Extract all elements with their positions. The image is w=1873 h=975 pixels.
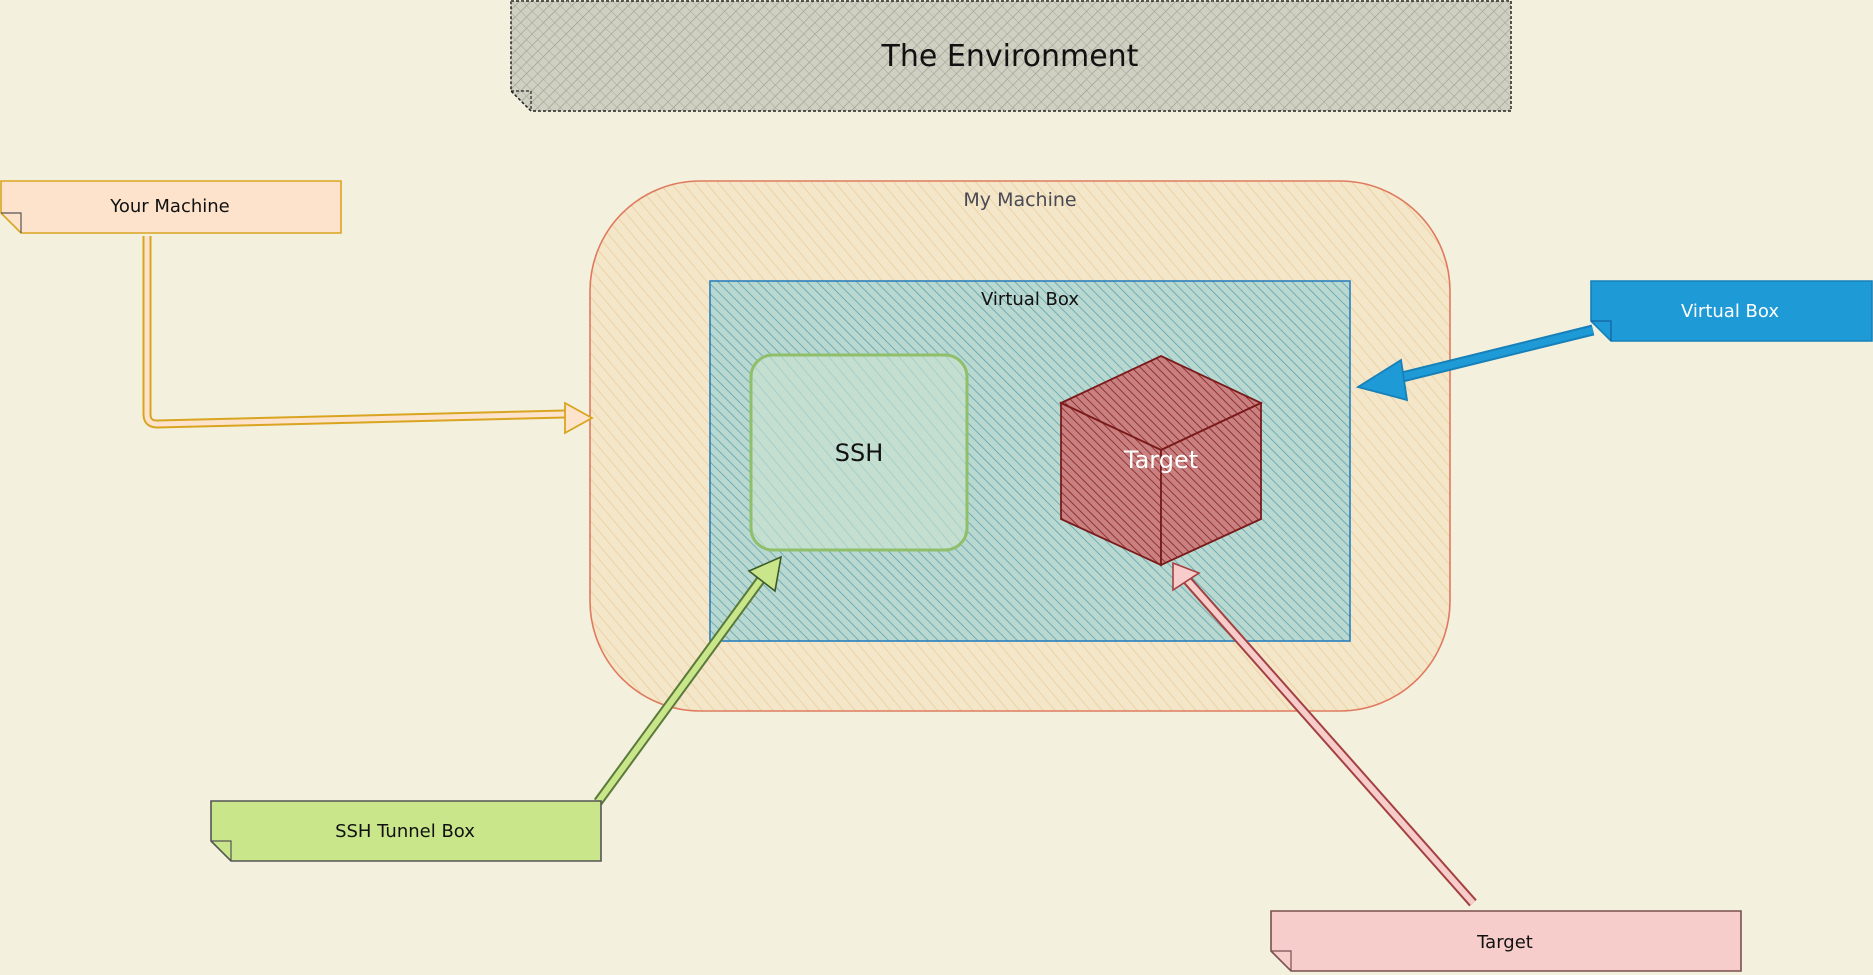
- target-note-label: Target: [1476, 932, 1533, 953]
- target-note: Target: [1270, 910, 1742, 972]
- my-machine-label: My Machine: [963, 189, 1076, 211]
- virtual-box-note: Virtual Box: [1590, 280, 1873, 342]
- virtual-box-arrow: [1355, 324, 1595, 402]
- ssh-label: SSH: [835, 439, 884, 467]
- target-arrow: [1172, 561, 1477, 907]
- ssh-tunnel-label: SSH Tunnel Box: [335, 821, 475, 842]
- target-cube-label: Target: [1123, 446, 1198, 474]
- target-cube: Target: [1058, 355, 1264, 567]
- ssh-box: SSH: [749, 353, 969, 552]
- your-machine-note: Your Machine: [0, 180, 342, 234]
- virtual-box-note-label: Virtual Box: [1681, 301, 1779, 322]
- your-machine-arrow: [142, 236, 594, 435]
- ssh-tunnel-note: SSH Tunnel Box: [210, 800, 602, 862]
- page-title: The Environment: [881, 39, 1139, 74]
- title-banner: The Environment: [510, 0, 1512, 112]
- ssh-tunnel-arrow: [593, 555, 783, 805]
- your-machine-label: Your Machine: [109, 196, 230, 217]
- virtual-box-label: Virtual Box: [981, 289, 1079, 310]
